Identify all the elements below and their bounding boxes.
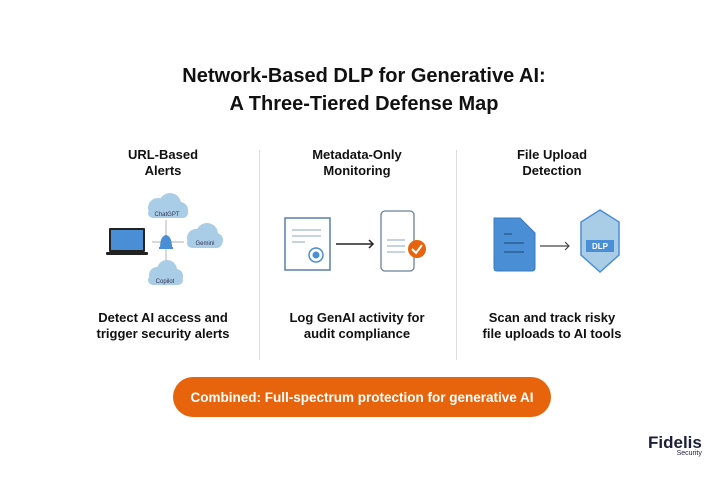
cloud-icon [148,193,188,218]
file-upload-illustration: DLP [493,209,620,274]
log-check-icon [380,210,426,272]
combined-banner: Combined: Full-spectrum protection for g… [173,377,551,417]
divider [456,150,457,360]
cloud-icon [187,223,223,248]
cloud-label-chatgpt: ChatGPT [154,212,179,218]
laptop-icon [106,228,148,255]
divider [259,150,260,360]
bell-icon [159,235,173,249]
file-icon [493,217,536,272]
document-seal-icon [284,217,331,271]
title-line-1: Network-Based DLP for Generative AI: [182,65,546,87]
cloud-label-gemini: Gemini [195,241,214,247]
arrow-icon [540,241,570,251]
dlp-badge: DLP [592,242,609,251]
shield-icon: DLP [580,209,620,274]
cloud-icon [148,260,183,285]
cloud-label-copilot: Copilot [156,279,175,285]
title-line-2: A Three-Tiered Defense Map [229,93,499,115]
url-alert-illustration: ChatGPT Gemini Copilot [106,193,223,285]
arrow-icon [336,239,375,249]
metadata-illustration [284,210,426,272]
